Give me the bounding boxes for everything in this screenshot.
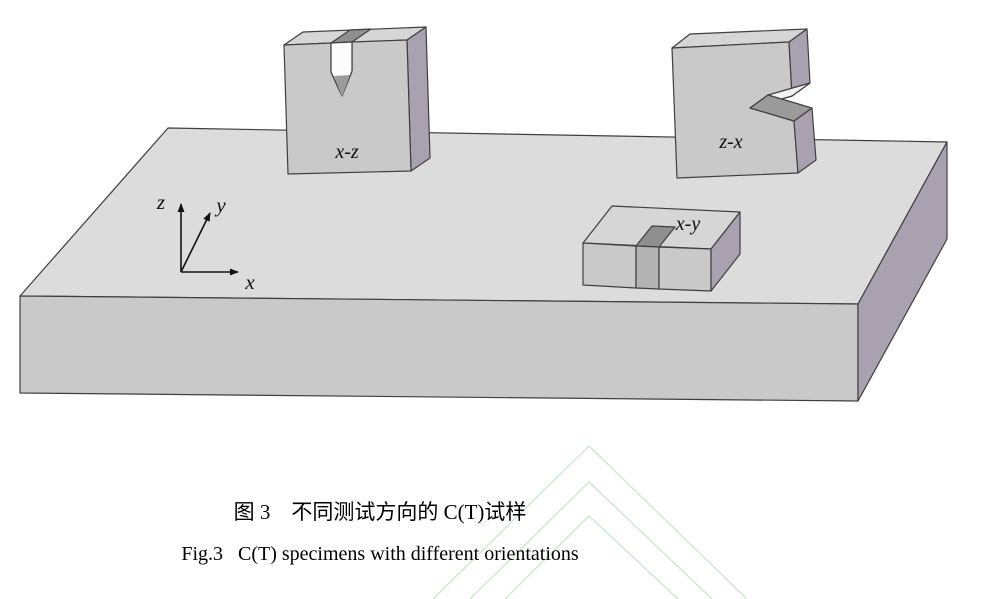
specimen-xy-front-face-right (658, 246, 712, 292)
specimen-xz-label: x-z (334, 141, 359, 163)
specimen-xz: x-z (283, 26, 431, 175)
figure-caption-chinese: 图 3 不同测试方向的 C(T)试样 (233, 500, 527, 524)
y-axis-arrow (180, 212, 211, 273)
specimen-zx-notch-lower-flank (749, 94, 813, 122)
specimen-xy: x-y (582, 205, 741, 292)
base-plate-right-face (857, 141, 948, 402)
z-axis-label: z (156, 190, 165, 214)
x-axis-label: x (244, 270, 255, 294)
watermark-chevron-outer (432, 445, 748, 599)
y-axis-label: y (214, 193, 226, 217)
watermark-pattern (432, 445, 748, 599)
specimen-xy-slot-interior (635, 245, 660, 290)
figure-caption-english: Fig.3 C(T) specimens with different orie… (181, 543, 579, 565)
specimen-xy-label: x-y (675, 213, 701, 235)
specimen-xy-front-face-left (582, 242, 637, 289)
specimen-zx-label: z-x (718, 131, 742, 153)
coordinate-axes: z y x (156, 190, 255, 294)
base-plate (19, 127, 948, 402)
specimen-xy-right-face (710, 211, 741, 292)
specimen-zx: z-x (671, 28, 817, 179)
watermark-chevron-middle (469, 481, 713, 599)
base-plate-front-face (19, 295, 859, 402)
watermark-chevron-inner (504, 515, 679, 599)
specimen-xz-notch-tip-shade (334, 75, 350, 97)
